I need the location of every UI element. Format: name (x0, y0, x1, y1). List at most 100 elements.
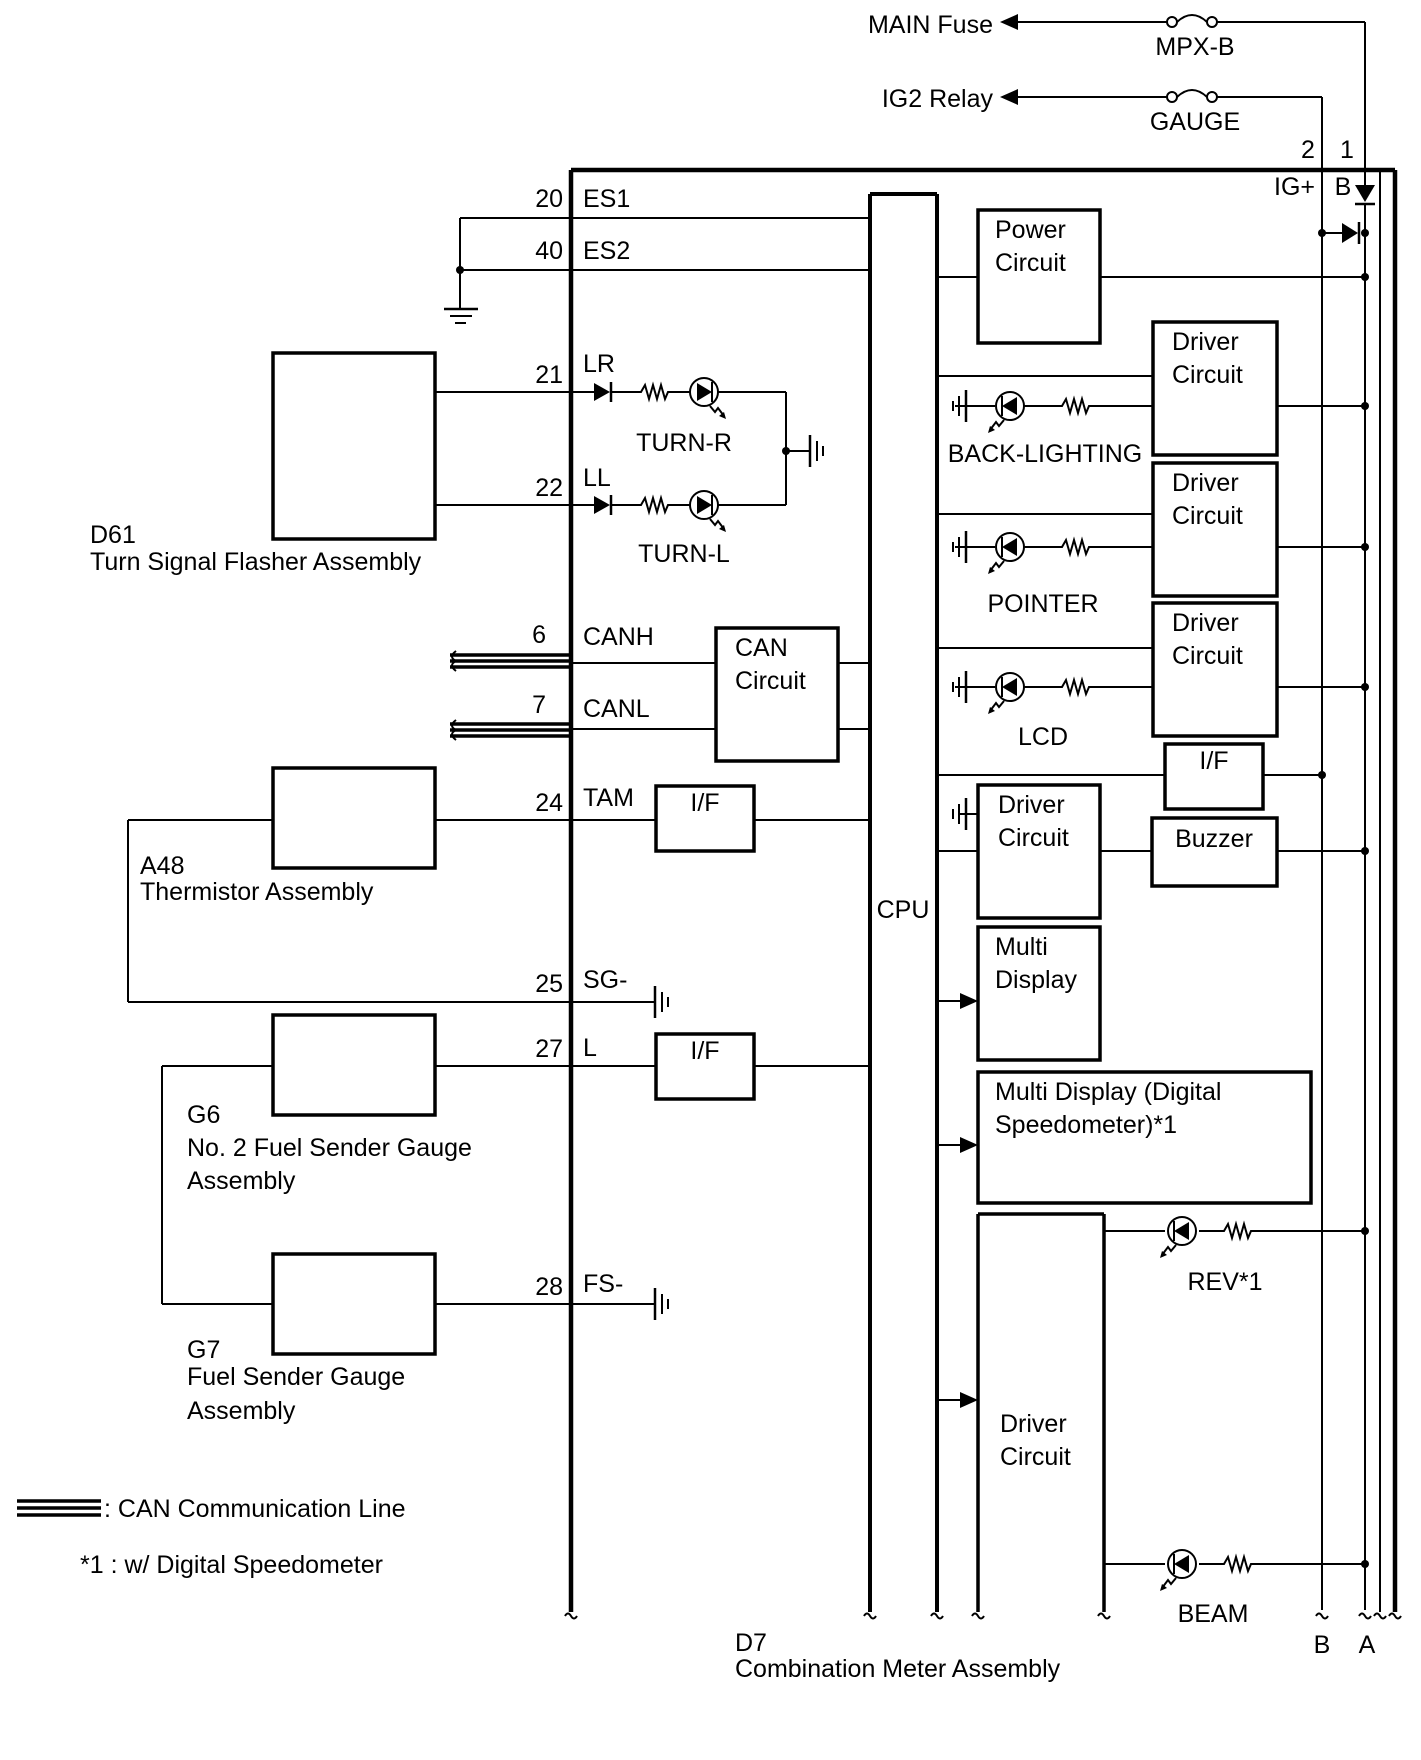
pin-20: 20 (535, 185, 563, 213)
can-wiring (571, 662, 870, 730)
ig2-relay-arrow-icon (1000, 89, 1018, 105)
rev-label: REV*1 (1187, 1268, 1262, 1296)
driver-circuit-label-2: Circuit (1172, 361, 1243, 389)
thermistor-wiring (127, 819, 870, 1003)
d61-name: Turn Signal Flasher Assembly (90, 548, 422, 576)
turn-l-lamp-icon (689, 490, 727, 533)
junction-dot (456, 266, 464, 274)
can-circuit-label-1: CAN (735, 634, 788, 662)
main-fuse-label: MAIN Fuse (868, 11, 993, 39)
driver-circuit-label-2: Circuit (1172, 642, 1243, 670)
cpu-break-icon (863, 1612, 877, 1620)
pin-ig-number: 2 (1301, 136, 1315, 164)
driver-circuit-label-2: Circuit (998, 824, 1069, 852)
diode-lr-icon (592, 380, 613, 404)
turn-r-lamp-icon (689, 377, 727, 420)
diode-ll-icon (592, 493, 613, 517)
arrow-right-icon (960, 1137, 978, 1153)
rev-lamp-icon (1159, 1216, 1197, 1259)
turn-signal-flasher-box (271, 351, 437, 541)
pointer-label: POINTER (987, 590, 1098, 618)
pin-24: 24 (535, 789, 563, 817)
g6-id: G6 (187, 1101, 220, 1129)
pin-canh-label: CANH (583, 623, 654, 651)
lcd-label: LCD (1018, 723, 1068, 751)
indicator-driver-block (976, 1212, 1106, 1612)
right-wiring (937, 232, 1365, 1565)
junction-dots (1318, 229, 1369, 1568)
pointer-lamp-icon (987, 532, 1025, 575)
es-ground-wiring (444, 217, 870, 324)
driver-break-icon (1097, 1612, 1111, 1620)
driver-circuit-label-1: Driver (1172, 469, 1239, 497)
resistor-icon (1219, 1223, 1255, 1239)
pin-22: 22 (535, 474, 563, 502)
bus-a-break-icon (1358, 1612, 1372, 1620)
driver-circuit-block (1151, 320, 1279, 457)
pin-40: 40 (535, 237, 563, 265)
if-block-tam (654, 784, 756, 853)
pin-sg-label: SG- (583, 966, 627, 994)
driver-circuit-label-2: Circuit (1172, 502, 1243, 530)
g6-name-1: No. 2 Fuel Sender Gauge (187, 1134, 472, 1162)
ground-icon (653, 984, 670, 1020)
resistor-icon (636, 497, 672, 513)
if-block-buzzer (1163, 742, 1265, 811)
beam-lamp-icon (1159, 1549, 1197, 1592)
turn-l-label: TURN-L (638, 540, 730, 568)
cpu-label: CPU (877, 896, 930, 924)
junction-dot (782, 447, 790, 455)
meter-name: Combination Meter Assembly (735, 1655, 1061, 1683)
cpu-block (868, 192, 939, 1612)
meter-break-icon (1388, 1612, 1402, 1620)
buzzer-label: Buzzer (1175, 825, 1253, 853)
pin-es2-label: ES2 (583, 237, 630, 265)
power-circuit-label-2: Circuit (995, 249, 1066, 277)
back-lighting-label: BACK-LIGHTING (948, 440, 1142, 468)
pin-es1-label: ES1 (583, 185, 630, 213)
pin-l-label: L (583, 1034, 597, 1062)
multi-display-block (976, 925, 1102, 1062)
pin-28: 28 (535, 1273, 563, 1301)
power-circuit-label-1: Power (995, 216, 1066, 244)
can-line-h-icon (448, 649, 572, 673)
can-line-l-icon (448, 718, 572, 742)
b-input-diode-icon (1355, 185, 1375, 202)
if-label: I/F (690, 1037, 719, 1065)
driver-circuit-block (1151, 601, 1279, 738)
ig-diode-icon (1342, 223, 1358, 243)
can-circuit-label-2: Circuit (735, 667, 806, 695)
pin-7: 7 (532, 691, 546, 719)
back-lighting-lamp-icon (987, 391, 1025, 434)
beam-label: BEAM (1178, 1600, 1249, 1628)
resistor-icon (1057, 398, 1093, 414)
fuel-sender-2-box (271, 1013, 437, 1117)
can-legend-label: : CAN Communication Line (104, 1495, 406, 1523)
buzzer-block (1150, 816, 1279, 888)
g7-name-1: Fuel Sender Gauge (187, 1363, 405, 1391)
if-label: I/F (1199, 747, 1228, 775)
resistor-icon (1057, 679, 1093, 695)
bus-a-label: A (1359, 1631, 1376, 1659)
g7-name-2: Assembly (187, 1397, 296, 1425)
a48-id: A48 (140, 852, 184, 880)
meter-break-icon (1373, 1612, 1387, 1620)
pin-25: 25 (535, 970, 563, 998)
driver-circuit-label-1: Driver (1000, 1410, 1067, 1438)
resistor-icon (1057, 539, 1093, 555)
bus-b-label: B (1314, 1631, 1331, 1659)
pin-27: 27 (535, 1035, 563, 1063)
mpx-b-label: MPX-B (1155, 33, 1234, 61)
pin-b-number: 1 (1340, 136, 1354, 164)
gauge-label: GAUGE (1150, 108, 1240, 136)
pin-21: 21 (535, 361, 563, 389)
arrow-right-icon (960, 993, 978, 1009)
ground-icon (653, 1286, 670, 1322)
pin-ll-label: LL (583, 464, 611, 492)
pin-6: 6 (532, 621, 546, 649)
if-label: I/F (690, 789, 719, 817)
arrow-right-icon (960, 1392, 978, 1408)
gauge-fuse-icon (1166, 89, 1218, 103)
